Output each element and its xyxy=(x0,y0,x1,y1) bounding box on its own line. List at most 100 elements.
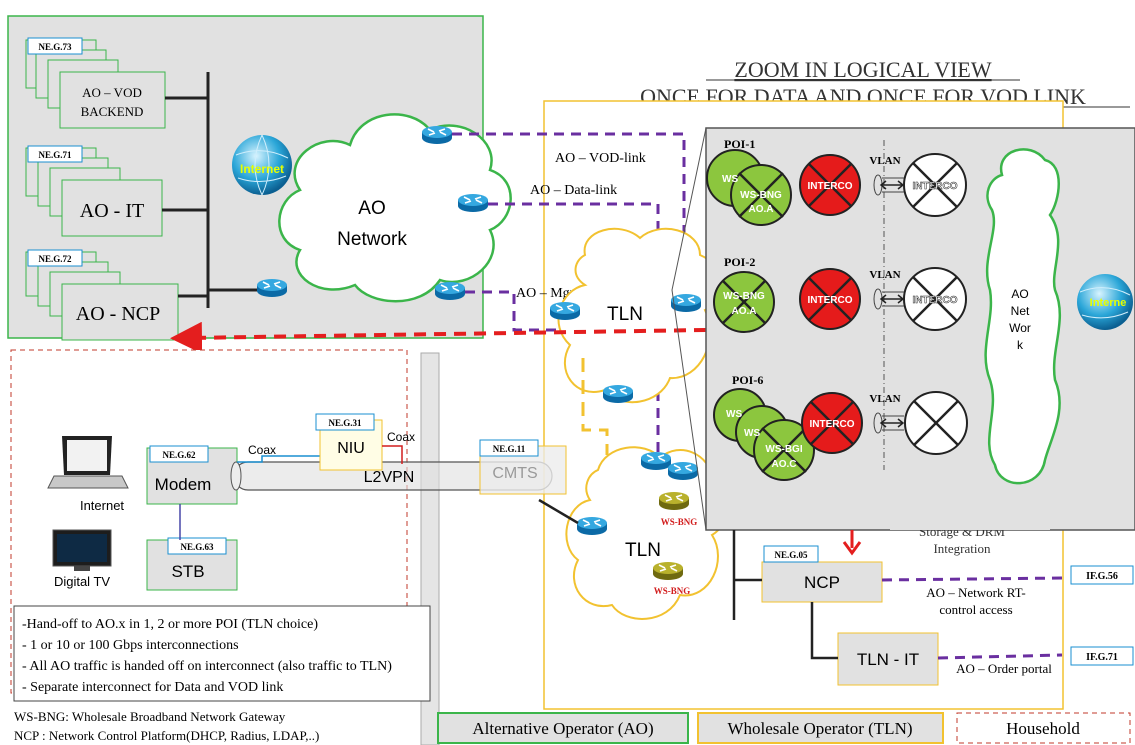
ao-ncp-stack xyxy=(25,249,179,341)
modem-tag: NE.G.62 xyxy=(162,450,196,460)
poi6-ao: AO.C xyxy=(772,459,797,470)
poi1-bng: WS-BNG xyxy=(740,190,782,201)
poi2-label: POI-2 xyxy=(724,255,755,269)
interco-white-node xyxy=(904,391,968,455)
note-line-2: - 1 or 10 or 100 Gbps interconnections xyxy=(22,638,239,653)
vlan-label: VLAN xyxy=(869,269,900,281)
vlan-connector xyxy=(873,174,905,196)
tln-upper-label: TLN xyxy=(607,304,643,325)
router-icon xyxy=(667,461,699,481)
legend-tln xyxy=(697,712,944,744)
if56-label: IF.G.56 xyxy=(1086,571,1118,582)
legend-household-label: Household xyxy=(1006,719,1080,738)
interco-label: INTERCO xyxy=(808,181,853,192)
note-line-1: -Hand-off to AO.x in 1, 2 or more POI (T… xyxy=(22,617,318,632)
cmts-tag: NE.G.11 xyxy=(493,444,526,454)
abbrev-ncp: NCP : Network Control Platform(DHCP, Rad… xyxy=(14,728,319,743)
poi6-label: POI-6 xyxy=(732,373,763,387)
internet-globe-icon xyxy=(232,134,292,196)
bng-label-2: WS-BNG xyxy=(654,586,691,596)
stb-tag: NE.G.63 xyxy=(180,542,214,552)
ao-it-tag: NE.G.71 xyxy=(38,150,72,160)
niu-label: NIU xyxy=(337,440,365,457)
interco-label: INTERCO xyxy=(808,295,853,306)
zoom-internet-label: Interne xyxy=(1090,297,1127,309)
poi1-ao: AO.A xyxy=(749,204,774,215)
vod-backend-label-2: BACKEND xyxy=(81,104,144,119)
ao-ncp-label: AO - NCP xyxy=(76,303,160,325)
interco-red-node xyxy=(801,392,863,454)
legend-tln-label: Wholesale Operator (TLN) xyxy=(727,719,912,738)
legend-ao xyxy=(437,712,689,744)
bng-router-icon xyxy=(652,561,684,581)
data-link-label: AO – Data-link xyxy=(530,183,617,198)
router-icon xyxy=(576,516,608,536)
router-icon xyxy=(602,384,634,404)
vod-backend-tag: NE.G.73 xyxy=(38,42,72,52)
vod-backend-stack xyxy=(25,37,166,129)
ncp-access-line-2: control access xyxy=(939,602,1012,617)
ao-ncp-tag: NE.G.72 xyxy=(38,254,72,264)
order-portal-label: AO – Order portal xyxy=(956,661,1052,676)
ncp-label: NCP xyxy=(804,573,840,592)
legend-ao-label: Alternative Operator (AO) xyxy=(472,719,653,738)
tln-it-box xyxy=(837,632,939,686)
cmts-label: CMTS xyxy=(492,465,537,482)
tln-lower-label: TLN xyxy=(625,540,661,561)
vlan-connector xyxy=(873,288,905,310)
router-icon xyxy=(457,193,489,213)
ao-it-label: AO - IT xyxy=(80,200,144,222)
abbrev-bng: WS-BNG: Wholesale Broadband Network Gate… xyxy=(14,709,286,724)
zoom-ao-net-cloud xyxy=(984,148,1062,485)
interco-red-node xyxy=(799,268,861,330)
stb-label: STB xyxy=(171,562,204,581)
if71-label: IF.G.71 xyxy=(1086,652,1118,663)
poi2-bng-node xyxy=(713,271,775,333)
ao-network-label-2: Network xyxy=(337,229,407,250)
household-internet-label: Internet xyxy=(80,498,124,513)
poi6-bng-node xyxy=(713,388,815,481)
coax-label-1: Coax xyxy=(248,443,276,457)
handoff-arrow xyxy=(170,321,707,354)
ncp-tag: NE.G.05 xyxy=(774,550,808,560)
niu-tag: NE.G.31 xyxy=(328,418,362,428)
l2vpn-label: L2VPN xyxy=(364,469,415,486)
heading-line-1: ZOOM IN LOGICAL VIEW xyxy=(734,57,991,82)
router-icon xyxy=(421,125,453,145)
vlan-label: VLAN xyxy=(869,155,900,167)
note-line-3: - All AO traffic is handed off on interc… xyxy=(22,659,392,674)
household-tv-label: Digital TV xyxy=(54,574,110,589)
poi2-ao: AO.A xyxy=(732,306,757,317)
poi6-ws1: WS xyxy=(726,409,742,420)
internet-globe-label: Internet xyxy=(240,162,284,176)
vod-backend-label-1: AO – VOD xyxy=(82,85,142,100)
zoom-ao-net-1: AO xyxy=(1011,287,1028,301)
ao-network-cloud xyxy=(278,113,512,303)
interco-red-node xyxy=(799,154,861,216)
tln-lower-cloud xyxy=(565,446,729,620)
zoom-ao-net-4: k xyxy=(1017,338,1024,352)
poi2-bng: WS-BNG xyxy=(723,291,765,302)
zoom-internet-globe-icon xyxy=(1077,274,1133,330)
poi1-bng-node xyxy=(706,149,792,226)
router-icon xyxy=(670,293,702,313)
interco-label: INTERCO xyxy=(810,419,855,430)
storage-line-2: Integration xyxy=(933,541,991,556)
vod-link-label: AO – VOD-link xyxy=(555,151,646,166)
router-icon xyxy=(549,301,581,321)
interco-white-label: INTERCO xyxy=(913,181,958,192)
vod-link-line xyxy=(452,132,686,340)
notes-box xyxy=(13,605,431,702)
bng-label-1: WS-BNG xyxy=(661,517,698,527)
ncp-access-line-1: AO – Network RT- xyxy=(926,585,1025,600)
interco-white-node xyxy=(903,153,967,217)
ncp-box xyxy=(761,561,883,603)
tln-it-label: TLN - IT xyxy=(857,650,919,669)
poi1-ws: WS xyxy=(722,174,738,185)
note-line-4: - Separate interconnect for Data and VOD… xyxy=(22,680,283,695)
legend-household xyxy=(956,712,1131,744)
poi6-ws2: WS xyxy=(744,428,760,439)
vlan-connector xyxy=(873,412,905,434)
